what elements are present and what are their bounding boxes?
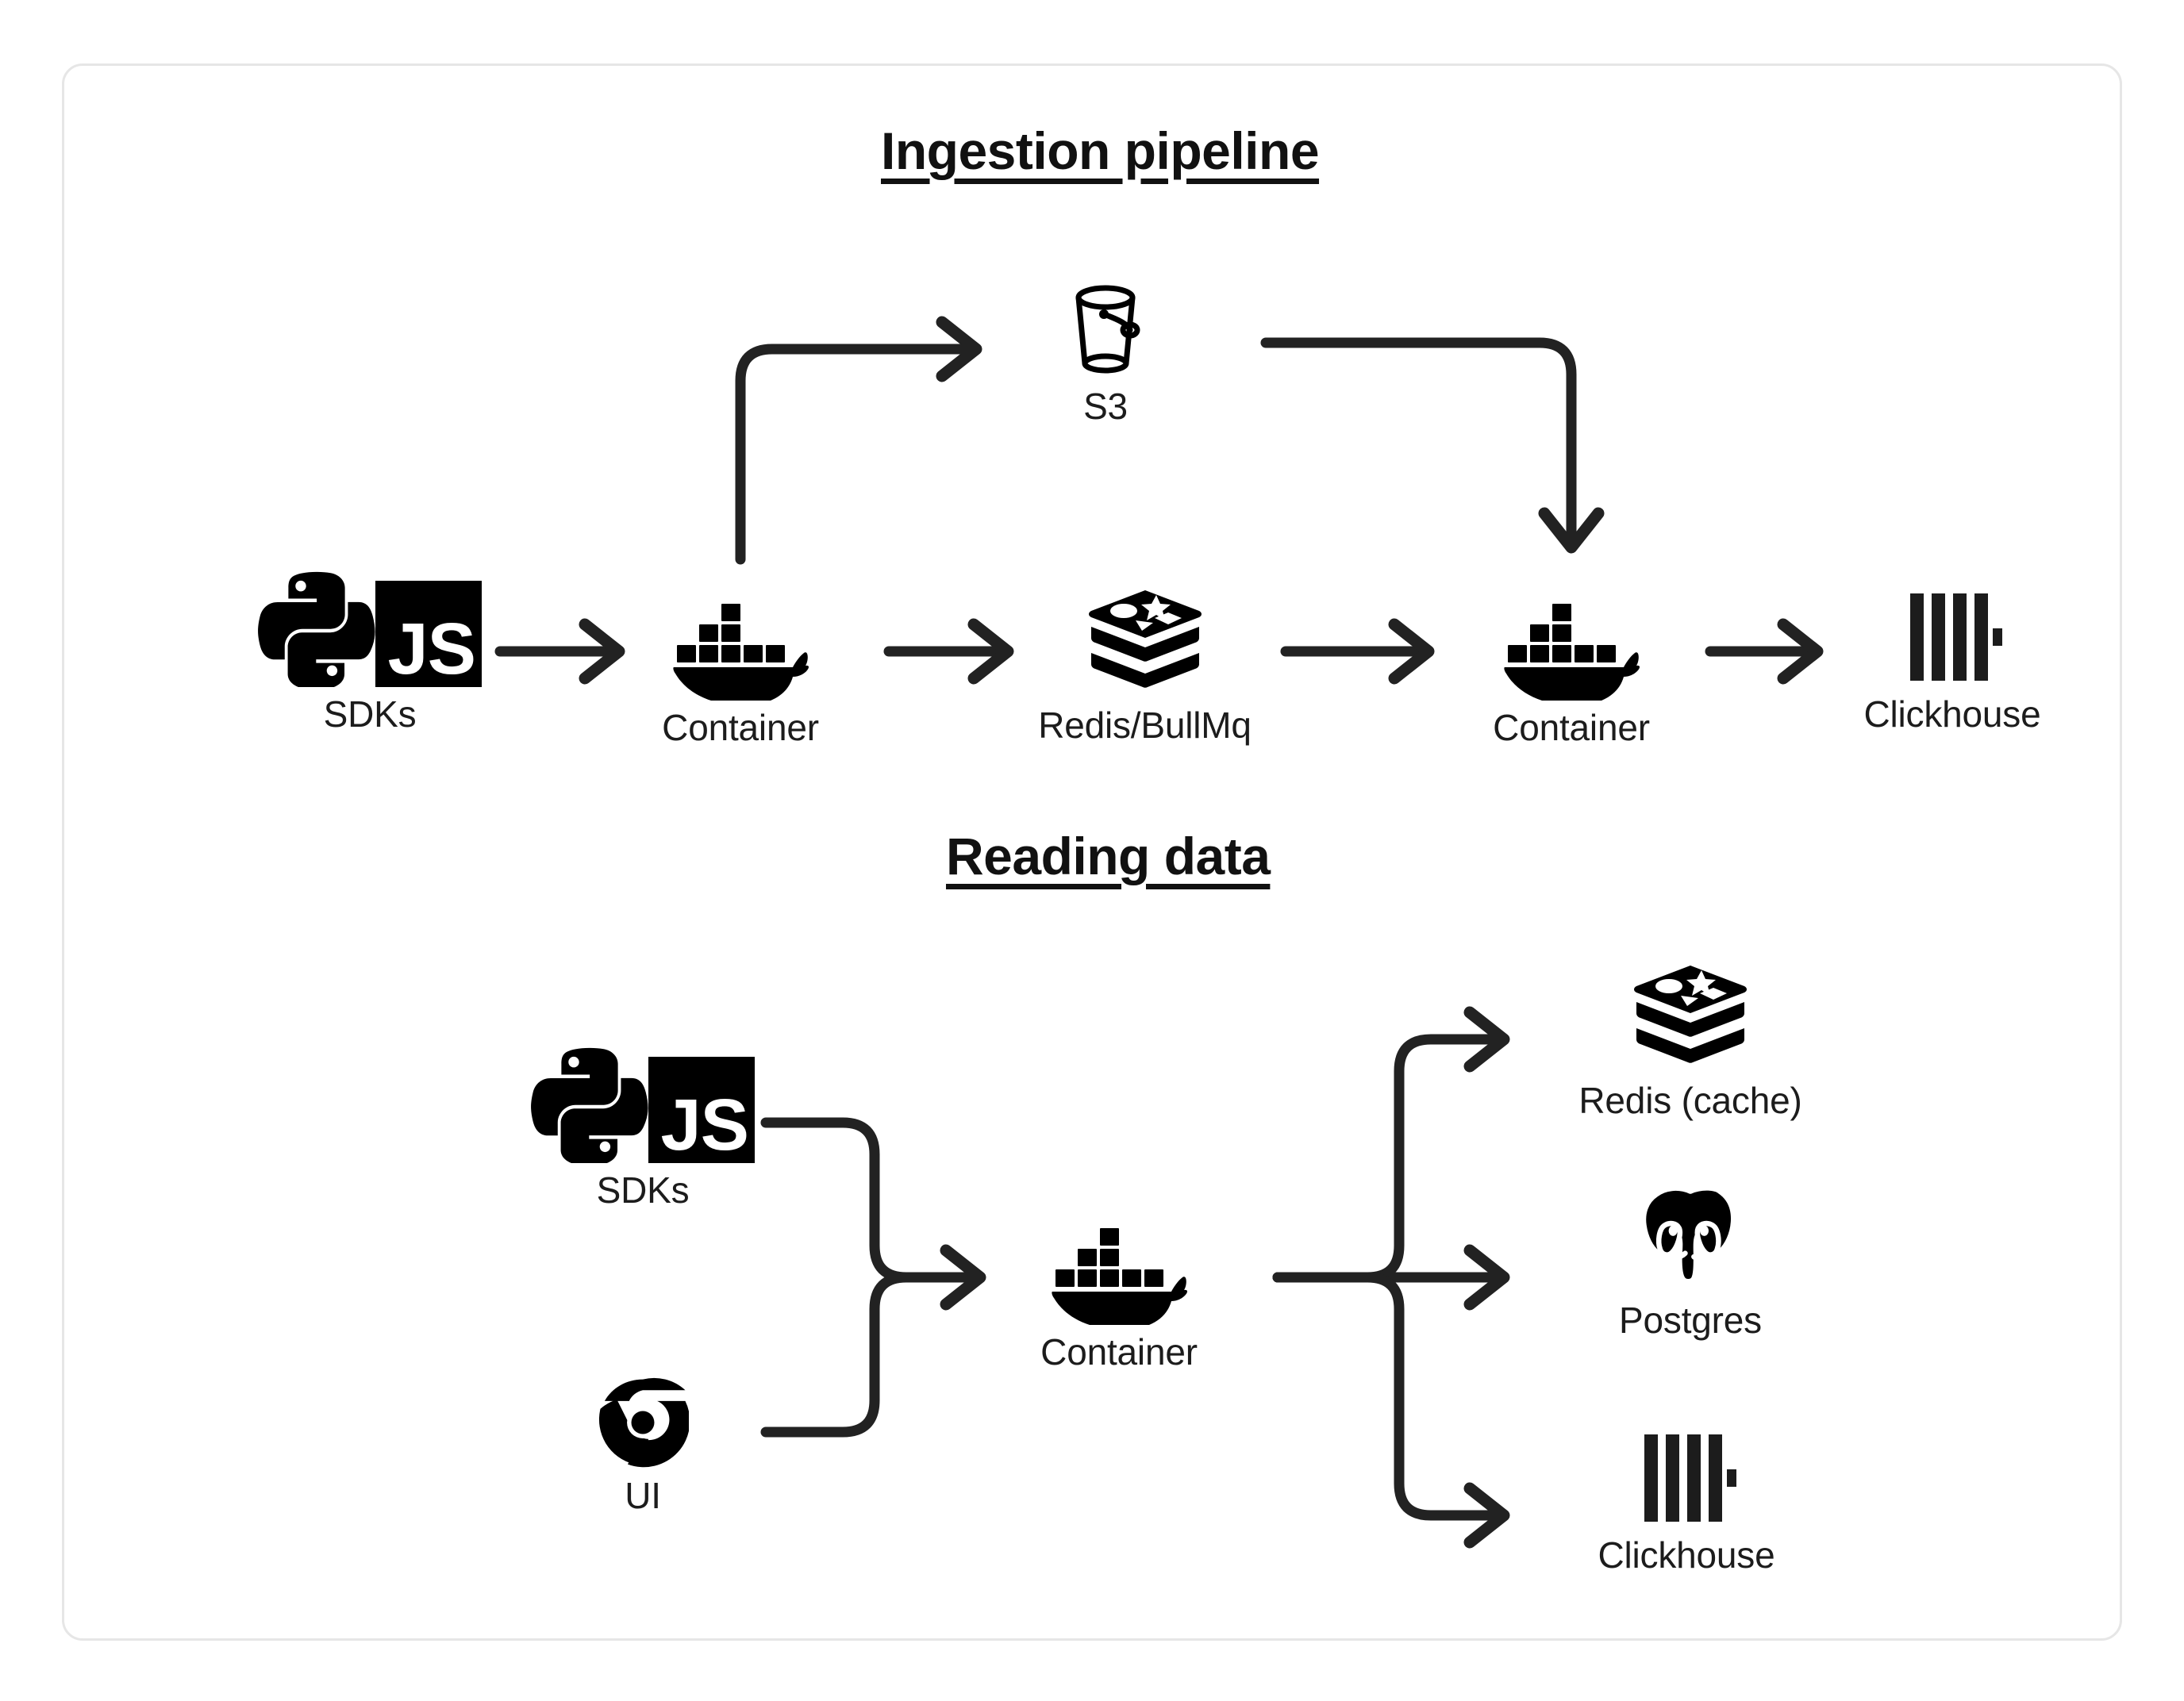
js-label: JS xyxy=(387,608,476,689)
redis-stack-icon xyxy=(1632,964,1749,1073)
node-sdks-reading[interactable]: JS SDKs xyxy=(516,1046,770,1209)
node-label: Postgres xyxy=(1619,1300,1762,1341)
node-label: Container xyxy=(1493,707,1650,748)
node-label: Redis (cache) xyxy=(1578,1080,1802,1121)
node-label: UI xyxy=(625,1475,661,1516)
clickhouse-bars-icon xyxy=(1636,1428,1736,1528)
docker-whale-icon xyxy=(1051,1223,1187,1325)
redis-stack-icon xyxy=(1086,589,1204,698)
docker-whale-icon xyxy=(672,599,809,701)
node-s3[interactable]: S3 xyxy=(1026,278,1185,425)
python-js-sdk-icon: JS xyxy=(531,1046,755,1163)
node-postgres[interactable]: Postgres xyxy=(1567,1182,1813,1339)
javascript-icon: JS xyxy=(648,1057,755,1163)
section-title-reading: Reading data xyxy=(946,827,1271,885)
node-label: Redis/BullMq xyxy=(1038,705,1252,746)
node-label: SDKs xyxy=(596,1169,690,1211)
python-icon xyxy=(258,571,375,687)
node-redis-bullmq[interactable]: Redis/BullMq xyxy=(1004,589,1286,744)
diagram-card xyxy=(62,63,2122,1641)
node-container-reading[interactable]: Container xyxy=(988,1223,1250,1371)
node-clickhouse-reading[interactable]: Clickhouse xyxy=(1559,1428,1813,1574)
docker-whale-icon xyxy=(1503,599,1640,701)
clickhouse-bars-icon xyxy=(1902,587,2002,687)
node-ui[interactable]: UI xyxy=(567,1377,718,1515)
node-label: Container xyxy=(1040,1331,1198,1373)
section-title-ingestion: Ingestion pipeline xyxy=(881,121,1320,180)
node-clickhouse-ingestion[interactable]: Clickhouse xyxy=(1825,587,2079,733)
node-label: S3 xyxy=(1083,386,1128,427)
python-icon xyxy=(531,1047,648,1163)
js-label: JS xyxy=(660,1084,749,1165)
postgres-elephant-icon xyxy=(1635,1182,1746,1293)
javascript-icon: JS xyxy=(375,581,482,687)
node-label: Container xyxy=(662,707,819,748)
node-label: Clickhouse xyxy=(1598,1534,1775,1576)
s3-bucket-icon xyxy=(1055,278,1156,379)
node-label: Clickhouse xyxy=(1863,693,2041,735)
node-redis-cache[interactable]: Redis (cache) xyxy=(1532,964,1849,1119)
chrome-browser-icon xyxy=(597,1377,689,1469)
node-label: SDKs xyxy=(323,693,417,735)
node-sdks-ingestion[interactable]: JS SDKs xyxy=(240,570,500,733)
node-container-ingestion-2[interactable]: Container xyxy=(1446,599,1697,747)
python-js-sdk-icon: JS xyxy=(258,570,482,687)
node-container-ingestion-1[interactable]: Container xyxy=(615,599,866,747)
